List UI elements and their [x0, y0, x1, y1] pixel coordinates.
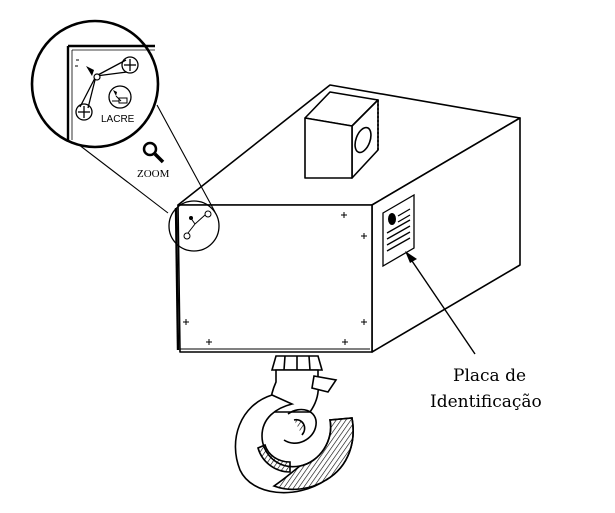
front-screws	[183, 212, 367, 345]
zoom-detail-circle: LACRE	[30, 19, 160, 149]
identification-plate	[382, 193, 415, 268]
lacre-label: LACRE	[101, 114, 135, 125]
seal-icon	[108, 85, 132, 109]
magnifier-icon	[142, 141, 165, 164]
zoom-label: ZOOM	[137, 168, 170, 180]
plate-label-line2: Identificação	[430, 392, 542, 412]
lifting-lug	[304, 91, 379, 179]
plate-label-line1: Placa de	[453, 366, 526, 386]
plate-pointer-arrow	[405, 251, 476, 355]
box-front-face	[177, 204, 373, 353]
crane-hook	[234, 355, 354, 494]
seal-location-circle	[168, 200, 220, 252]
